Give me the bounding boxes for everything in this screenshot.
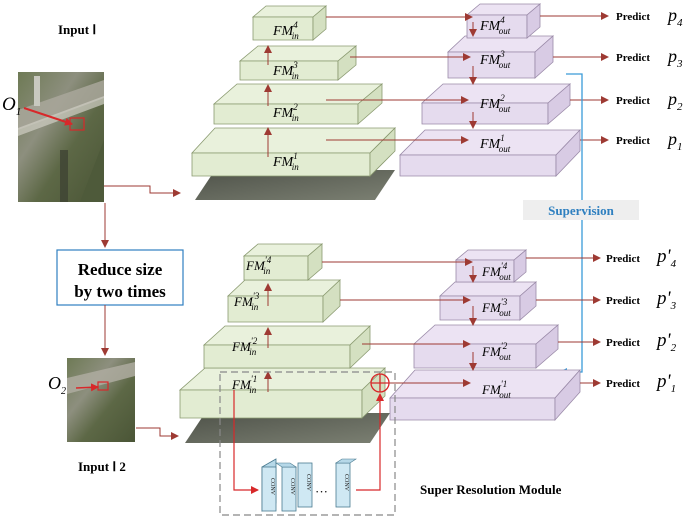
output-p-prime-1: p'1 bbox=[655, 371, 676, 395]
predict-top-3: Predict bbox=[616, 52, 650, 64]
supervision-label: Supervision bbox=[548, 203, 615, 218]
bottom-input-pyramid bbox=[178, 243, 390, 443]
output-p2: p2 bbox=[666, 89, 683, 113]
input-1-label: Input Ⅰ bbox=[58, 22, 96, 37]
supervision-box bbox=[523, 200, 639, 220]
input-2-image bbox=[67, 358, 135, 442]
predict-top-4: Predict bbox=[616, 11, 650, 23]
top-input-pyramid bbox=[191, 5, 396, 200]
reduce-line-1: Reduce size bbox=[78, 260, 163, 279]
input-1-origin-arrow bbox=[23, 107, 73, 126]
origin-2-label: O2 bbox=[48, 373, 66, 397]
predict-bottom-3: Predict bbox=[606, 295, 640, 307]
reduce-line-2: by two times bbox=[74, 282, 166, 301]
origin-1-label: O1 bbox=[2, 94, 21, 118]
predict-top-1: Predict bbox=[616, 135, 650, 147]
conv-block-3: CONV bbox=[297, 462, 313, 508]
reduce-size-box bbox=[56, 249, 184, 306]
svg-text:CONV: CONV bbox=[305, 474, 311, 492]
conv-ellipsis: ··· bbox=[315, 484, 328, 499]
sr-input-path bbox=[233, 390, 259, 494]
conv-block-2: CONV bbox=[275, 462, 297, 512]
conv-block-4: CONV bbox=[335, 458, 357, 508]
input-2-to-pyramid-arrow bbox=[136, 427, 179, 440]
output-p-prime-2: p'2 bbox=[655, 330, 677, 354]
output-p1: p1 bbox=[666, 129, 683, 153]
input-1-to-pyramid-arrow bbox=[104, 185, 181, 197]
predict-bottom-1: Predict bbox=[606, 378, 640, 390]
input-1-image bbox=[18, 72, 104, 202]
svg-text:CONV: CONV bbox=[269, 478, 275, 496]
super-resolution-module-box bbox=[219, 371, 396, 516]
conv-block-1: CONV bbox=[261, 458, 277, 512]
svg-text:CONV: CONV bbox=[289, 478, 295, 496]
predict-top-2: Predict bbox=[616, 95, 650, 107]
output-p-prime-3: p'3 bbox=[655, 288, 677, 312]
svg-text:CONV: CONV bbox=[343, 474, 349, 492]
output-p3: p3 bbox=[666, 46, 683, 70]
output-p4: p4 bbox=[666, 5, 683, 29]
output-p-prime-4: p'4 bbox=[655, 246, 677, 270]
super-resolution-label: Super Resolution Module bbox=[420, 482, 562, 497]
top-output-pyramid bbox=[399, 3, 581, 177]
predict-bottom-2: Predict bbox=[606, 337, 640, 349]
supervision-line bbox=[559, 73, 583, 376]
sr-output-path bbox=[356, 393, 384, 491]
predict-bottom-4: Predict bbox=[606, 253, 640, 265]
input-2-label: Input Ⅰ 2 bbox=[78, 459, 126, 474]
bottom-output-pyramid bbox=[389, 249, 581, 422]
